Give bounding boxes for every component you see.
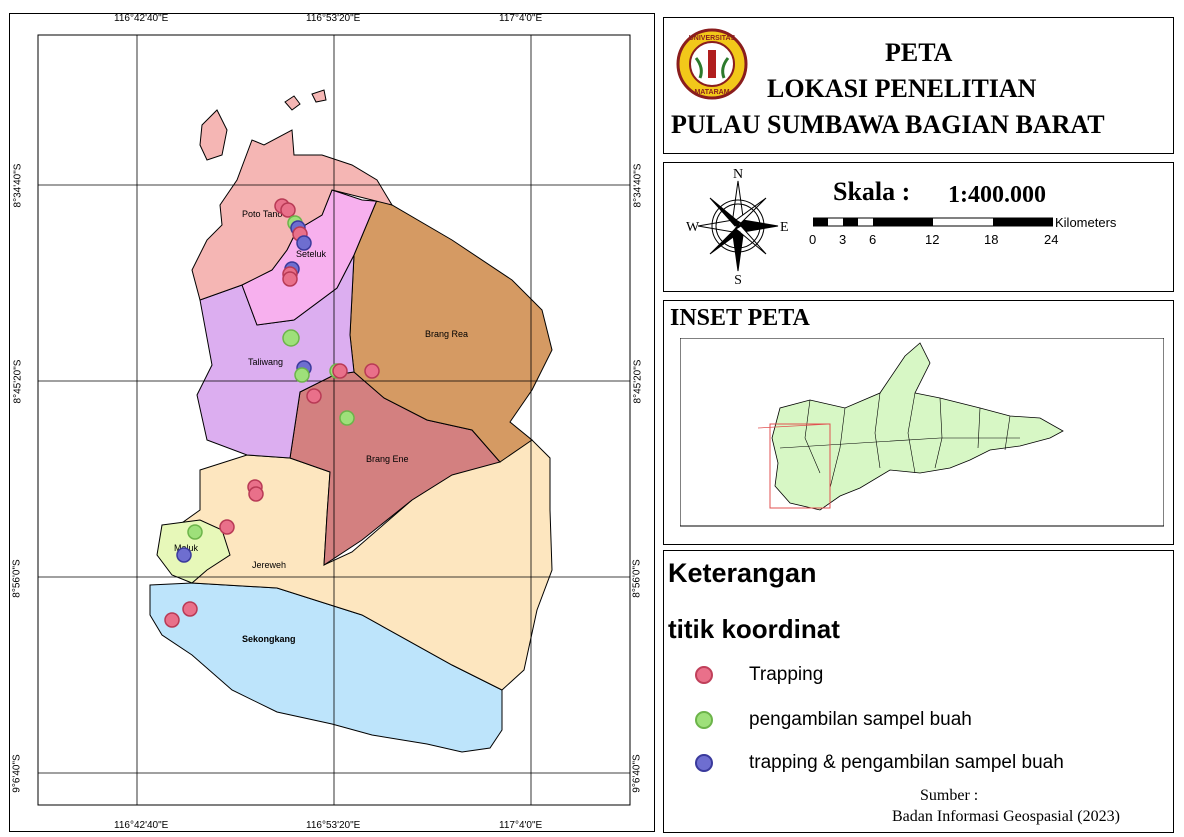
point-trapping[interactable] bbox=[182, 601, 198, 617]
label-jereweh: Jereweh bbox=[252, 560, 286, 570]
point-trapping[interactable] bbox=[306, 388, 322, 404]
label-sekongkang: Sekongkang bbox=[242, 634, 296, 644]
island-small-1 bbox=[284, 95, 301, 111]
compass-w: W bbox=[686, 220, 700, 235]
scale-label: Skala : bbox=[833, 177, 911, 206]
legend-label-sampel: pengambilan sampel buah bbox=[749, 709, 972, 730]
compass-icon: N S W E bbox=[686, 167, 789, 286]
grid-label-bottom-3: 117°4'0"E bbox=[499, 820, 543, 831]
scale-tick-0: 0 bbox=[809, 232, 817, 247]
point-sampel[interactable] bbox=[339, 410, 355, 426]
map-panel bbox=[9, 13, 655, 832]
point-trapping[interactable] bbox=[364, 363, 380, 379]
grid-label-right-4: 9°6'40"S bbox=[631, 754, 643, 793]
point-both[interactable] bbox=[296, 235, 312, 251]
legend-dot-both bbox=[695, 754, 713, 772]
island-north bbox=[199, 109, 228, 161]
scale-panel bbox=[663, 162, 1174, 292]
legend-subtitle: titik koordinat bbox=[668, 614, 840, 644]
inset-highlight bbox=[769, 423, 831, 509]
university-logo: UNIVERSITAS MATARAM bbox=[676, 28, 748, 100]
point-sampel[interactable] bbox=[187, 524, 203, 540]
legend-title: Keterangan bbox=[668, 558, 817, 588]
scale-tick-3: 3 bbox=[839, 232, 847, 247]
legend-item-both: trapping & pengambilan sampel buah bbox=[695, 752, 1064, 774]
grid-label-left-2: 8°45'20"S bbox=[12, 359, 24, 404]
grid-label-right-2: 8°45'20"S bbox=[632, 359, 644, 404]
legend-panel bbox=[663, 550, 1174, 833]
legend-label-trapping: Trapping bbox=[749, 664, 824, 685]
grid-label-top-1: 116°42'40"E bbox=[114, 13, 169, 24]
grid-label-left-4: 9°6'40"S bbox=[11, 754, 23, 793]
compass-e: E bbox=[780, 220, 789, 235]
grid-label-bottom-2: 116°53'20"E bbox=[306, 820, 361, 831]
scale-value: 1:400.000 bbox=[948, 182, 1046, 208]
compass-n: N bbox=[733, 167, 743, 182]
legend-item-trapping: Trapping bbox=[695, 664, 823, 686]
scale-tick-24: 24 bbox=[1044, 232, 1059, 247]
region-brang-rea[interactable] bbox=[349, 199, 553, 463]
legend-item-sampel: pengambilan sampel buah bbox=[695, 709, 972, 731]
scale-bar bbox=[813, 217, 1053, 227]
grid-label-top-3: 117°4'0"E bbox=[499, 13, 543, 24]
point-trapping[interactable] bbox=[332, 363, 348, 379]
inset-map[interactable] bbox=[680, 338, 1164, 528]
logo-text-top: UNIVERSITAS bbox=[689, 35, 736, 42]
graticule bbox=[38, 35, 630, 805]
legend-dot-sampel bbox=[695, 711, 713, 729]
grid-label-left-3: 8°56'0"S bbox=[11, 559, 23, 598]
title-line-2: LOKASI PENELITIAN bbox=[767, 74, 1037, 103]
legend-label-both: trapping & pengambilan sampel buah bbox=[749, 752, 1064, 773]
label-poto-tano: Poto Tano bbox=[242, 209, 282, 219]
point-sampel[interactable] bbox=[282, 329, 300, 347]
grid-label-right-3: 8°56'0"S bbox=[631, 559, 643, 598]
title-panel bbox=[663, 17, 1174, 154]
label-seteluk: Seteluk bbox=[296, 249, 327, 259]
source-value: Badan Informasi Geospasial (2023) bbox=[892, 808, 1120, 825]
scale-tick-6: 6 bbox=[869, 232, 877, 247]
scale-unit: Kilometers bbox=[1055, 215, 1117, 230]
logo-text-bottom: MATARAM bbox=[694, 89, 729, 96]
title-line-1: PETA bbox=[885, 38, 953, 67]
point-sampel[interactable] bbox=[294, 367, 310, 383]
point-trapping[interactable] bbox=[282, 271, 298, 287]
label-brang-rea: Brang Rea bbox=[425, 329, 468, 339]
point-trapping[interactable] bbox=[280, 202, 296, 218]
inset-panel bbox=[663, 300, 1174, 545]
label-taliwang: Taliwang bbox=[248, 357, 283, 367]
island-small-2 bbox=[311, 89, 327, 103]
grid-label-bottom-1: 116°42'40"E bbox=[114, 820, 169, 831]
legend-dot-trapping bbox=[695, 666, 713, 684]
scale-tick-18: 18 bbox=[984, 232, 999, 247]
scale-tick-12: 12 bbox=[925, 232, 940, 247]
grid-label-right-1: 8°34'40"S bbox=[632, 163, 644, 208]
inset-title: INSET PETA bbox=[670, 305, 810, 331]
point-both[interactable] bbox=[176, 547, 192, 563]
map-canvas[interactable]: Poto Tano Seteluk Brang Rea Taliwang Bra… bbox=[32, 30, 632, 810]
points bbox=[164, 198, 380, 628]
point-trapping[interactable] bbox=[248, 486, 264, 502]
title-line-3: PULAU SUMBAWA BAGIAN BARAT bbox=[671, 110, 1105, 139]
compass-s: S bbox=[734, 273, 742, 286]
region-maluk[interactable] bbox=[156, 519, 231, 584]
grid-label-top-2: 116°53'20"E bbox=[306, 13, 361, 24]
point-trapping[interactable] bbox=[164, 612, 180, 628]
label-brang-ene: Brang Ene bbox=[366, 454, 409, 464]
point-trapping[interactable] bbox=[219, 519, 235, 535]
source-label: Sumber : bbox=[920, 787, 979, 804]
grid-label-left-1: 8°34'40"S bbox=[12, 163, 24, 208]
